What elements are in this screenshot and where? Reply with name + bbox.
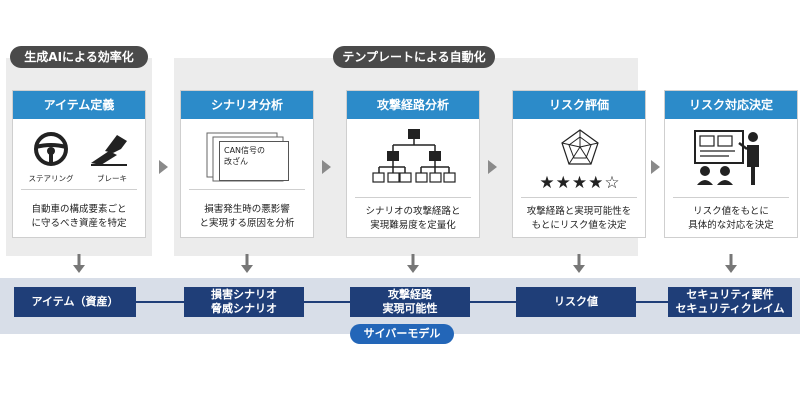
radar-chart-icon bbox=[561, 129, 599, 165]
model-box-security-requirements: セキュリティ要件 セキュリティクレイム bbox=[668, 287, 792, 317]
arrow-down-icon bbox=[573, 254, 585, 273]
template-group-label: テンプレートによる自動化 bbox=[333, 46, 495, 68]
step-title: シナリオ分析 bbox=[181, 91, 313, 119]
card-divider bbox=[355, 197, 471, 198]
model-box-text: 脅威シナリオ bbox=[211, 302, 277, 315]
model-box-text: リスク値 bbox=[554, 295, 598, 308]
model-box-text: セキュリティクレイム bbox=[675, 302, 785, 315]
model-box-text: 攻撃経路 bbox=[388, 288, 432, 301]
steering-wheel-icon bbox=[34, 132, 68, 166]
model-box-text: セキュリティ要件 bbox=[686, 288, 774, 301]
brake-pedal-icon bbox=[91, 135, 127, 166]
step-card-risk-treatment: リスク対応決定 リスク値をもとに 具体的な対応を決定 bbox=[664, 90, 798, 238]
step-desc-line2: 実現難易度を定量化 bbox=[370, 220, 456, 231]
chevron-right-icon bbox=[651, 160, 660, 174]
model-box-text: 損害シナリオ bbox=[211, 288, 277, 301]
step-desc-line2: 具体的な対応を決定 bbox=[688, 220, 774, 231]
step-card-item-definition: アイテム定義 ステアリング ブレーキ 自動車の構成要素ごと に守るべき資産を特定 bbox=[12, 90, 146, 238]
model-connector bbox=[136, 301, 184, 303]
model-box-text: アイテム（資産） bbox=[31, 295, 119, 308]
model-connector bbox=[304, 301, 350, 303]
step-title: 攻撃経路分析 bbox=[347, 91, 479, 119]
step-desc-line2: もとにリスク値を決定 bbox=[531, 220, 627, 231]
step-desc-line1: 自動車の構成要素ごと bbox=[31, 204, 127, 215]
step-title: アイテム定義 bbox=[13, 91, 145, 119]
step-desc-line1: シナリオの攻撃経路と bbox=[365, 206, 461, 217]
presentation-icon bbox=[694, 130, 759, 185]
step-card-scenario-analysis: シナリオ分析 CAN信号の 改ざん 損害発生時の悪影響 と実現する原因を分析 bbox=[180, 90, 314, 238]
attack-tree-icon bbox=[372, 129, 456, 183]
step-desc-line2: と実現する原因を分析 bbox=[199, 218, 295, 229]
card-divider bbox=[521, 197, 637, 198]
card-divider bbox=[673, 197, 789, 198]
arrow-down-icon bbox=[407, 254, 419, 273]
cyber-model-label: サイバーモデル bbox=[350, 324, 454, 344]
card-divider bbox=[189, 189, 305, 190]
scenario-note-line2: 改ざん bbox=[224, 157, 248, 166]
model-box-item: アイテム（資産） bbox=[14, 287, 136, 317]
step-desc-line1: 攻撃経路と実現可能性を bbox=[526, 206, 632, 217]
arrow-down-icon bbox=[73, 254, 85, 273]
step-card-attack-path-analysis: 攻撃経路分析 シナリオの攻撃経路と 実現難易度を定量化 bbox=[346, 90, 480, 238]
model-box-scenario: 損害シナリオ 脅威シナリオ bbox=[184, 287, 304, 317]
model-box-text: 実現可能性 bbox=[382, 302, 438, 315]
brake-label: ブレーキ bbox=[97, 174, 127, 183]
step-desc-line1: リスク値をもとに bbox=[693, 206, 769, 217]
step-desc-line2: に守るべき資産を特定 bbox=[31, 218, 127, 229]
chevron-right-icon bbox=[322, 160, 331, 174]
model-connector bbox=[470, 301, 516, 303]
ai-group-label: 生成AIによる効率化 bbox=[10, 46, 148, 68]
risk-stars: ★★★★☆ bbox=[539, 173, 621, 193]
card-divider bbox=[21, 189, 137, 190]
model-box-attack-path: 攻撃経路 実現可能性 bbox=[350, 287, 470, 317]
arrow-down-icon bbox=[241, 254, 253, 273]
scenario-note: CAN信号の 改ざん bbox=[219, 141, 289, 181]
step-card-risk-evaluation: リスク評価 ★★★★☆ 攻撃経路と実現可能性を もとにリスク値を決定 bbox=[512, 90, 646, 238]
scenario-note-line1: CAN信号の bbox=[224, 146, 266, 155]
step-title: リスク評価 bbox=[513, 91, 645, 119]
chevron-right-icon bbox=[159, 160, 168, 174]
arrow-down-icon bbox=[725, 254, 737, 273]
step-title: リスク対応決定 bbox=[665, 91, 797, 119]
step-desc-line1: 損害発生時の悪影響 bbox=[204, 204, 290, 215]
model-connector bbox=[636, 301, 668, 303]
model-box-risk-value: リスク値 bbox=[516, 287, 636, 317]
steering-label: ステアリング bbox=[28, 174, 74, 183]
chevron-right-icon bbox=[488, 160, 497, 174]
